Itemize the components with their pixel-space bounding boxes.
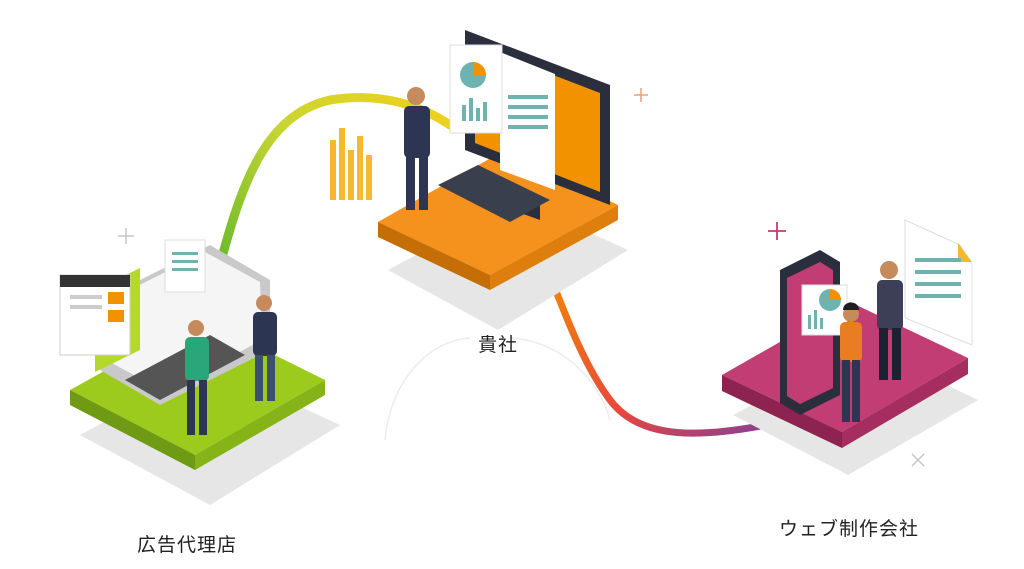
node-webco xyxy=(722,219,978,475)
person-icon xyxy=(840,302,862,422)
node-label-agency: 広告代理店 xyxy=(137,534,238,556)
node-client xyxy=(330,30,628,330)
document-icon xyxy=(904,219,973,346)
person-icon xyxy=(877,261,903,380)
sparkle-icon xyxy=(911,453,925,467)
document-icon xyxy=(164,239,206,293)
sparkle-icon xyxy=(768,222,786,240)
sparkle-icon xyxy=(634,88,648,102)
pie-chart-icon xyxy=(449,44,503,134)
bar-chart-icon xyxy=(330,128,372,200)
person-icon xyxy=(185,320,209,435)
person-icon xyxy=(404,87,430,210)
node-agency xyxy=(59,239,340,505)
edge-client-webco xyxy=(536,246,794,437)
person-icon xyxy=(253,295,277,401)
faint-guide-line xyxy=(384,337,611,441)
sparkle-icon xyxy=(118,228,134,244)
node-label-webco: ウェブ制作会社 xyxy=(779,518,920,540)
node-label-client: 貴社 xyxy=(478,334,519,356)
